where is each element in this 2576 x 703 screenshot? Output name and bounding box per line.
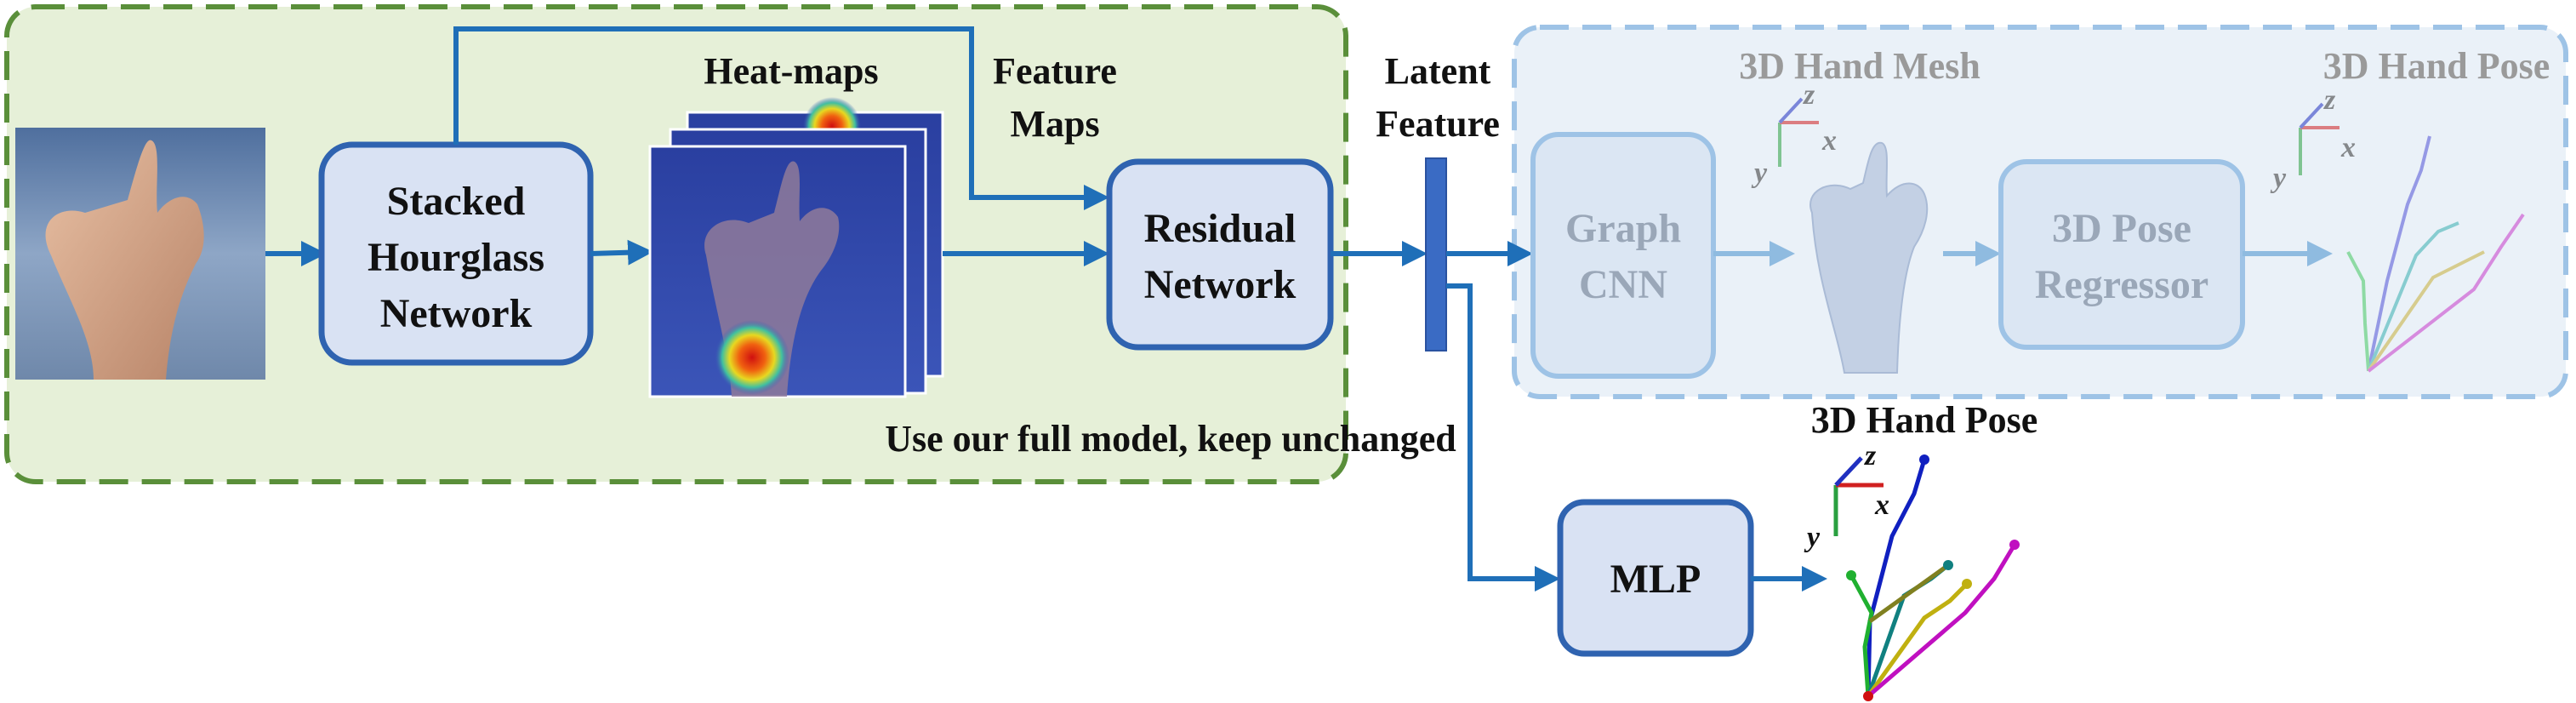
graph-cnn-box: Graph CNN: [1530, 132, 1716, 379]
pose-title: 3D Hand Pose: [1811, 399, 2037, 441]
mesh-axis-z: z: [1803, 79, 1815, 111]
mlp-label: MLP: [1610, 557, 1701, 602]
pose-faded-axis-y: y: [2270, 163, 2287, 194]
heatmaps-label: Heat-maps: [704, 50, 878, 92]
pose-axes-icon-faded: x y z: [2270, 84, 2356, 194]
pose-axis-z: z: [1864, 440, 1877, 472]
arrow-feature-maps: [453, 26, 1109, 210]
mesh-axis-y: y: [1751, 157, 1768, 189]
hand-photo-icon: [15, 128, 265, 380]
residual-line-1: Residual: [1144, 206, 1297, 251]
feature-maps-label-2: Maps: [1010, 103, 1099, 145]
heatmap-stack-icon: [648, 97, 944, 398]
mesh-axes-icon: x y z: [1751, 79, 1837, 189]
latent-feature-bar: [1425, 157, 1447, 352]
hand-mesh-icon: [1809, 141, 1929, 374]
pose-regressor-box: 3D Pose Regressor: [1998, 159, 2245, 350]
hand-skeleton-icon-faded: [2346, 135, 2525, 373]
graph-cnn-line-1: Graph: [1565, 206, 1681, 251]
hourglass-line-2: Hourglass: [368, 235, 544, 280]
pose-axes-icon: x y z: [1804, 440, 1889, 553]
residual-line-2: Network: [1144, 262, 1297, 307]
pose-faded-axis-x: x: [2340, 132, 2356, 163]
full-model-label: Use our full model, keep unchanged: [885, 418, 1456, 460]
arrow-hourglass-to-heatmaps: [590, 239, 653, 266]
mesh-title: 3D Hand Mesh: [1739, 45, 1980, 87]
arrow-latent-to-mlp: [1446, 283, 1560, 592]
latent-feature-label-1: Latent: [1385, 50, 1491, 92]
pose-regressor-line-2: Regressor: [2035, 262, 2208, 307]
latent-feature-label-2: Feature: [1376, 103, 1500, 145]
pose-axis-y: y: [1804, 522, 1821, 553]
pose-faded-axis-z: z: [2323, 84, 2336, 116]
hand-skeleton-icon: [1846, 454, 2020, 701]
pose-regressor-line-1: 3D Pose: [2052, 206, 2191, 251]
mesh-axis-x: x: [1821, 125, 1837, 157]
hourglass-line-3: Network: [380, 291, 533, 336]
graph-cnn-line-2: CNN: [1579, 262, 1667, 307]
feature-maps-label-1: Feature: [993, 50, 1117, 92]
residual-network-box: Residual Network: [1106, 158, 1334, 351]
hourglass-network-box: Stacked Hourglass Network: [318, 141, 594, 366]
hourglass-line-1: Stacked: [387, 179, 526, 224]
pose-axis-x: x: [1874, 489, 1889, 521]
pose-title-faded: 3D Hand Pose: [2323, 45, 2550, 87]
mlp-box: MLP: [1557, 499, 1754, 657]
